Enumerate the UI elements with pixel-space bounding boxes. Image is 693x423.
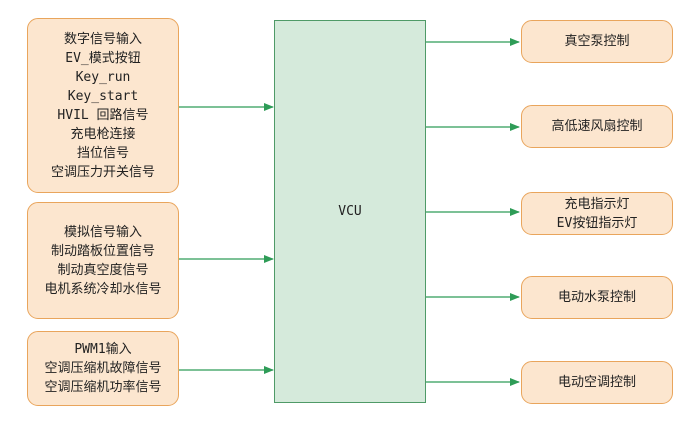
ac-control-label: 电动空调控制 xyxy=(557,375,636,390)
ac-compressor-fault-signal: 空调压缩机故障信号 xyxy=(44,361,162,376)
ac-control-box: 电动空调控制 xyxy=(521,361,673,404)
fan-control-box: 高低速风扇控制 xyxy=(521,105,673,148)
hvil-loop-signal: HVIL 回路信号 xyxy=(57,107,149,123)
water-pump-control-box: 电动水泵控制 xyxy=(521,276,673,319)
fan-control-label: 高低速风扇控制 xyxy=(551,119,643,134)
key-run-signal: Key_run xyxy=(75,69,131,85)
charge-indicator-label: 充电指示灯 xyxy=(564,196,630,212)
vacuum-pump-control-box: 真空泵控制 xyxy=(521,20,673,63)
water-pump-control-label: 电动水泵控制 xyxy=(557,290,636,305)
gear-signal: 挡位信号 xyxy=(76,145,129,161)
analog-input-box: 模拟信号输入 制动踏板位置信号 制动真空度信号 电机系统冷却水信号 xyxy=(27,202,179,319)
pwm-input-title: PWM1输入 xyxy=(74,342,132,357)
charge-gun-connection-signal: 充电枪连接 xyxy=(70,126,136,142)
ac-compressor-power-signal: 空调压缩机功率信号 xyxy=(44,380,162,395)
brake-pedal-position-signal: 制动踏板位置信号 xyxy=(50,243,155,259)
ev-mode-button-signal: EV_模式按钮 xyxy=(65,50,141,66)
pwm-input-box: PWM1输入 空调压缩机故障信号 空调压缩机功率信号 xyxy=(27,331,179,406)
vcu-label: VCU xyxy=(338,204,362,219)
indicator-lights-box: 充电指示灯 EV按钮指示灯 xyxy=(521,192,673,235)
ev-button-indicator-label: EV按钮指示灯 xyxy=(556,215,638,231)
vacuum-pump-control-label: 真空泵控制 xyxy=(564,34,630,49)
key-start-signal: Key_start xyxy=(67,88,139,104)
digital-input-title: 数字信号输入 xyxy=(63,31,142,47)
analog-input-title: 模拟信号输入 xyxy=(63,224,142,240)
brake-vacuum-signal: 制动真空度信号 xyxy=(57,262,149,278)
vcu-block: VCU xyxy=(274,20,426,403)
ac-pressure-switch-signal: 空调压力开关信号 xyxy=(50,164,155,180)
motor-cooling-water-signal: 电机系统冷却水信号 xyxy=(44,281,162,297)
digital-input-box: 数字信号输入 EV_模式按钮 Key_run Key_start HVIL 回路… xyxy=(27,18,179,193)
